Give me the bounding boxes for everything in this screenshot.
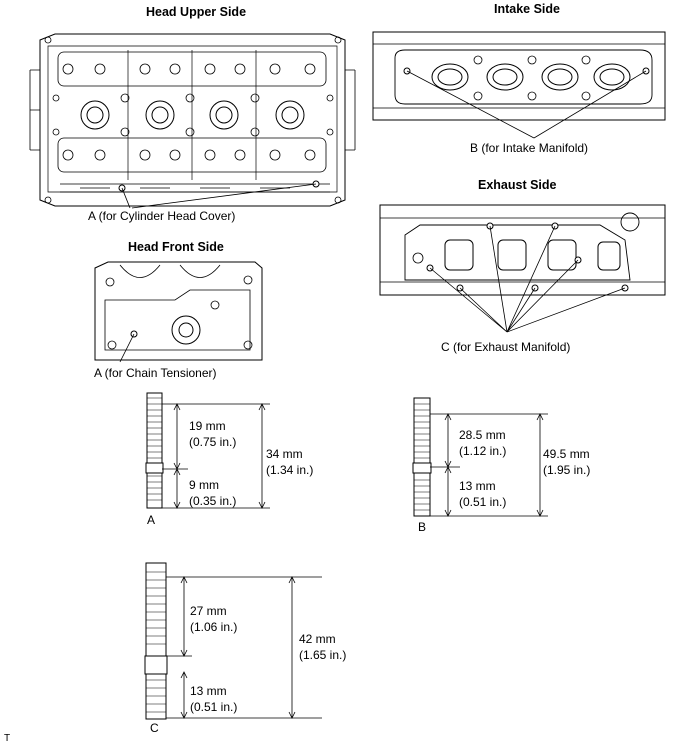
stud-a-lower-length-inch: (0.35 in.) bbox=[189, 494, 237, 508]
stud-a-upper-length-inch: (0.75 in.) bbox=[189, 435, 237, 449]
head-front-side-title: Head Front Side bbox=[128, 240, 224, 254]
intake-side-caption: B (for Intake Manifold) bbox=[470, 141, 589, 155]
stud-b-letter: B bbox=[418, 520, 427, 534]
exhaust-side-title: Exhaust Side bbox=[478, 178, 557, 192]
stud-c-lower-length: 13 mm bbox=[190, 684, 227, 698]
head-upper-side-caption: A (for Cylinder Head Cover) bbox=[88, 209, 236, 223]
stud-b-drawing bbox=[412, 397, 548, 517]
stud-a-total-length-inch: (1.34 in.) bbox=[266, 463, 314, 477]
head-upper-side-drawing bbox=[29, 33, 356, 209]
footer-mark: T bbox=[4, 733, 11, 744]
stud-a-lower-length: 9 mm bbox=[189, 478, 219, 492]
stud-c-total-length: 42 mm bbox=[299, 632, 336, 646]
stud-b-total-length: 49.5 mm bbox=[543, 447, 590, 461]
stud-b-upper-length-inch: (1.12 in.) bbox=[459, 444, 507, 458]
stud-c-letter: C bbox=[150, 721, 159, 735]
stud-a-total-length: 34 mm bbox=[266, 447, 303, 461]
stud-b-lower-length: 13 mm bbox=[459, 479, 496, 493]
head-front-side-caption: A (for Chain Tensioner) bbox=[94, 366, 217, 380]
stud-c-upper-length: 27 mm bbox=[190, 604, 227, 618]
stud-c-lower-length-inch: (0.51 in.) bbox=[190, 700, 238, 714]
head-upper-side-title: Head Upper Side bbox=[146, 5, 247, 19]
exhaust-side-caption: C (for Exhaust Manifold) bbox=[441, 340, 571, 354]
stud-a-drawing bbox=[145, 392, 270, 509]
stud-c-total-length-inch: (1.65 in.) bbox=[299, 648, 347, 662]
intake-side-title: Intake Side bbox=[494, 2, 560, 16]
stud-a-letter: A bbox=[147, 513, 156, 527]
stud-b-lower-length-inch: (0.51 in.) bbox=[459, 495, 507, 509]
exhaust-side-drawing bbox=[379, 204, 666, 333]
stud-b-upper-length: 28.5 mm bbox=[459, 428, 506, 442]
head-front-side-drawing bbox=[94, 261, 263, 363]
stud-a-upper-length: 19 mm bbox=[189, 419, 226, 433]
intake-side-drawing bbox=[372, 31, 666, 139]
stud-c-drawing bbox=[144, 562, 322, 720]
stud-c-upper-length-inch: (1.06 in.) bbox=[190, 620, 238, 634]
stud-b-total-length-inch: (1.95 in.) bbox=[543, 463, 591, 477]
